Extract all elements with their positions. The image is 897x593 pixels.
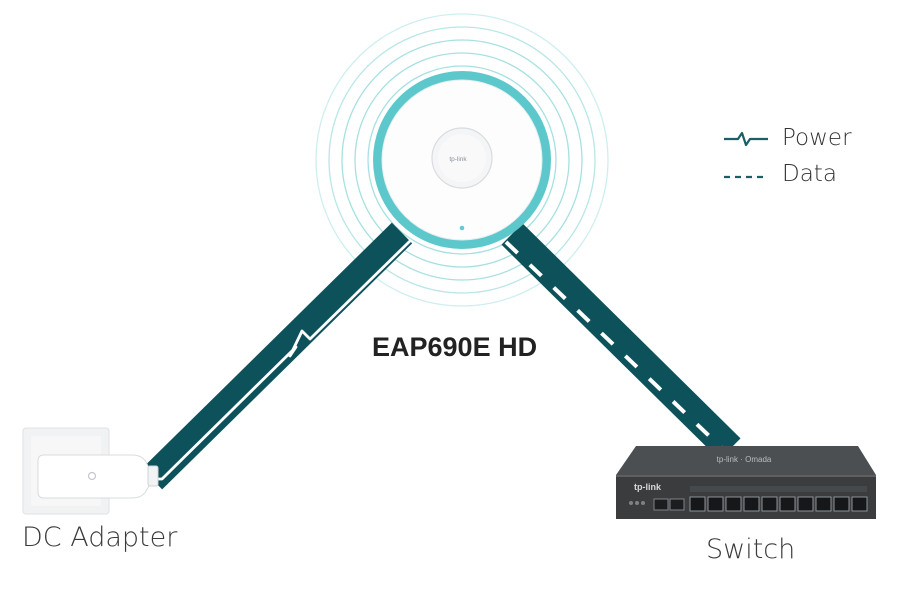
switch-top-logo: tp-link · Omada <box>717 455 772 464</box>
power-cable <box>141 222 413 490</box>
switch-front-logo: tp-link <box>634 482 662 492</box>
switch-label: Switch <box>706 534 796 565</box>
dc-adapter-device <box>22 427 159 515</box>
network-switch-device <box>616 446 876 519</box>
legend-power-label: Power <box>782 125 852 151</box>
data-cable <box>501 223 741 460</box>
device-model-label: EAP690E HD <box>372 332 538 362</box>
legend-power-icon <box>724 131 768 147</box>
access-point-logo: tp-link <box>449 156 467 163</box>
wifi-signal-rings <box>315 13 609 307</box>
dc-adapter-label: DC Adapter <box>22 522 178 553</box>
legend-data-label: Data <box>782 161 837 187</box>
access-point-device <box>373 71 551 249</box>
